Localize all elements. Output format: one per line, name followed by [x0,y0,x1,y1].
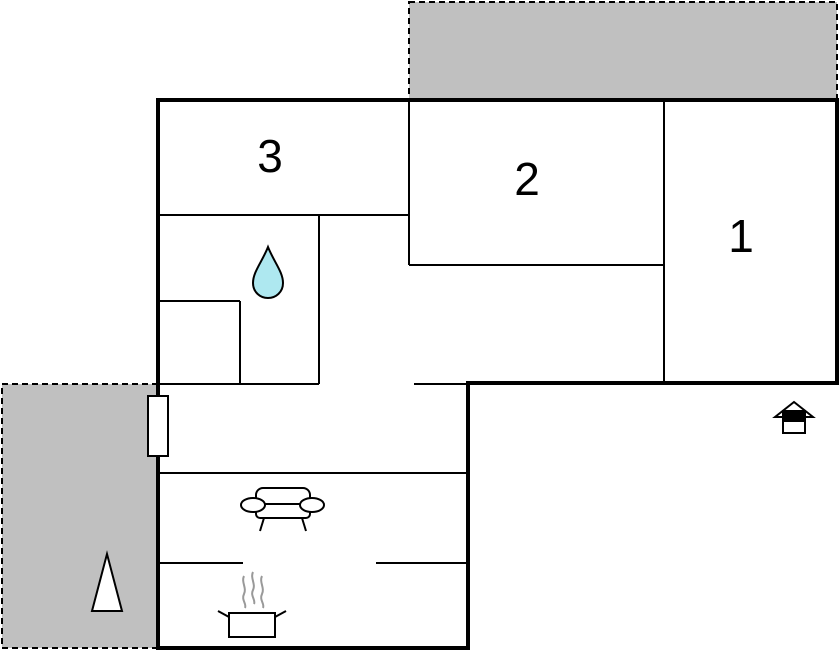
water-drop-icon [251,244,285,300]
room-number-3: 3 [257,130,283,182]
sofa-icon [240,487,325,532]
garden-left [1,383,159,649]
room-number-1: 1 [728,210,754,262]
terrace-top [408,1,838,101]
interior-walls [158,100,665,564]
window-marker [147,395,169,457]
room-number-2: 2 [514,153,540,205]
house-entrance-icon [772,400,816,434]
cooking-pot-icon [217,571,287,638]
tree-icon [90,550,124,612]
exterior-walls [156,98,839,650]
